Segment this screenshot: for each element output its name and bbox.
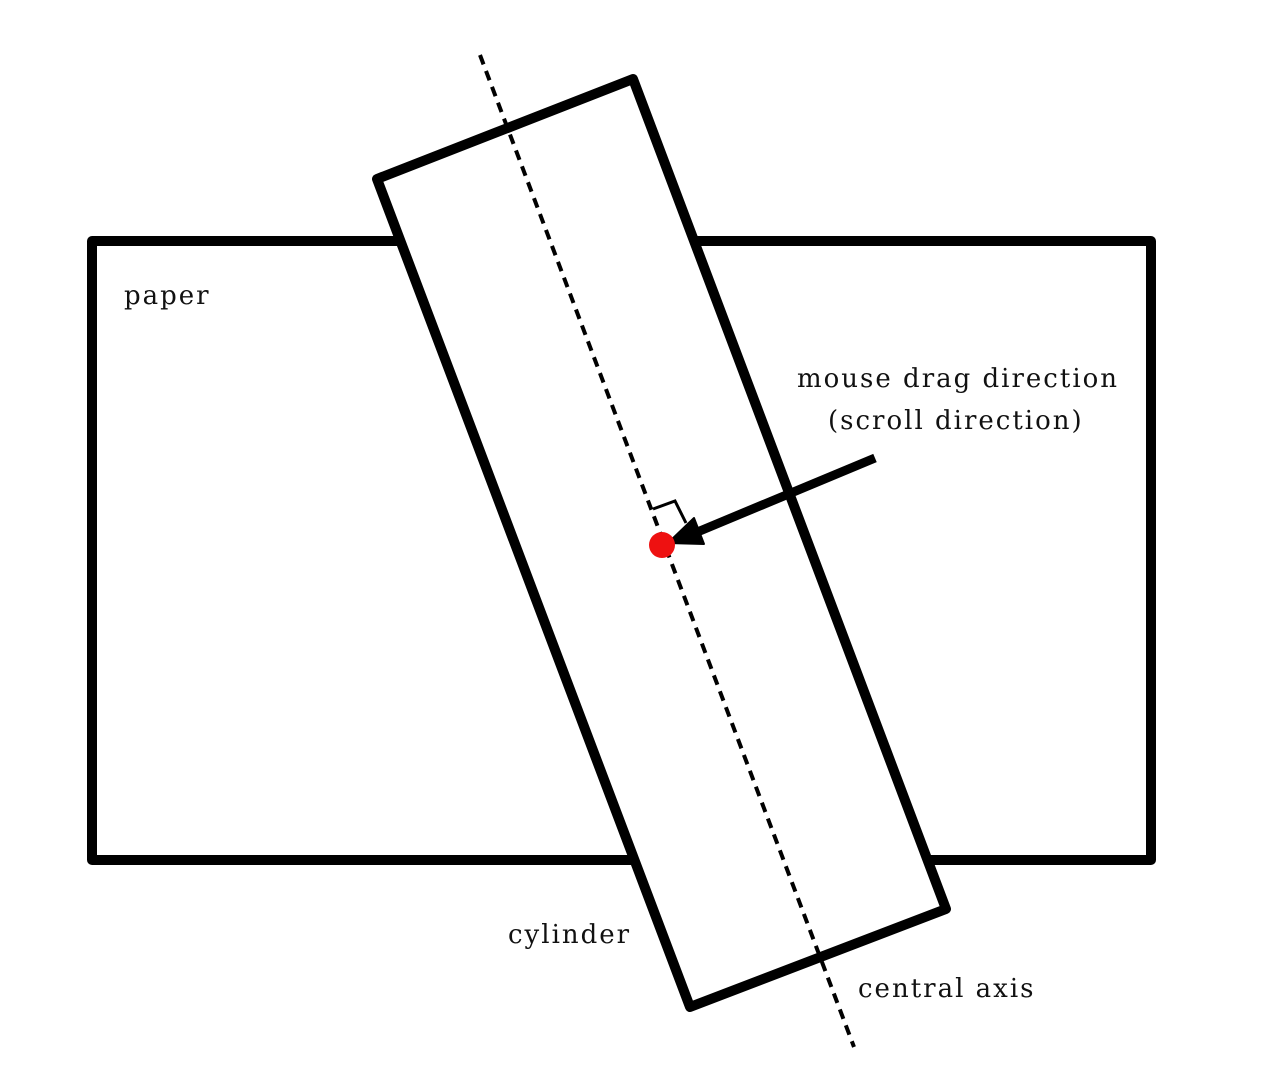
drag-arrow-shaft bbox=[693, 453, 877, 538]
cylinder-label: cylinder bbox=[508, 920, 632, 950]
scroll-direction-label: (scroll direction) bbox=[828, 406, 1084, 436]
paper-label: paper bbox=[124, 281, 211, 311]
central-axis-label: central axis bbox=[858, 974, 1036, 1004]
right-angle-marker bbox=[652, 499, 688, 524]
contact-point bbox=[649, 532, 675, 558]
drag-direction-label: mouse drag direction bbox=[797, 364, 1120, 394]
drag-arrow-head bbox=[667, 517, 705, 545]
